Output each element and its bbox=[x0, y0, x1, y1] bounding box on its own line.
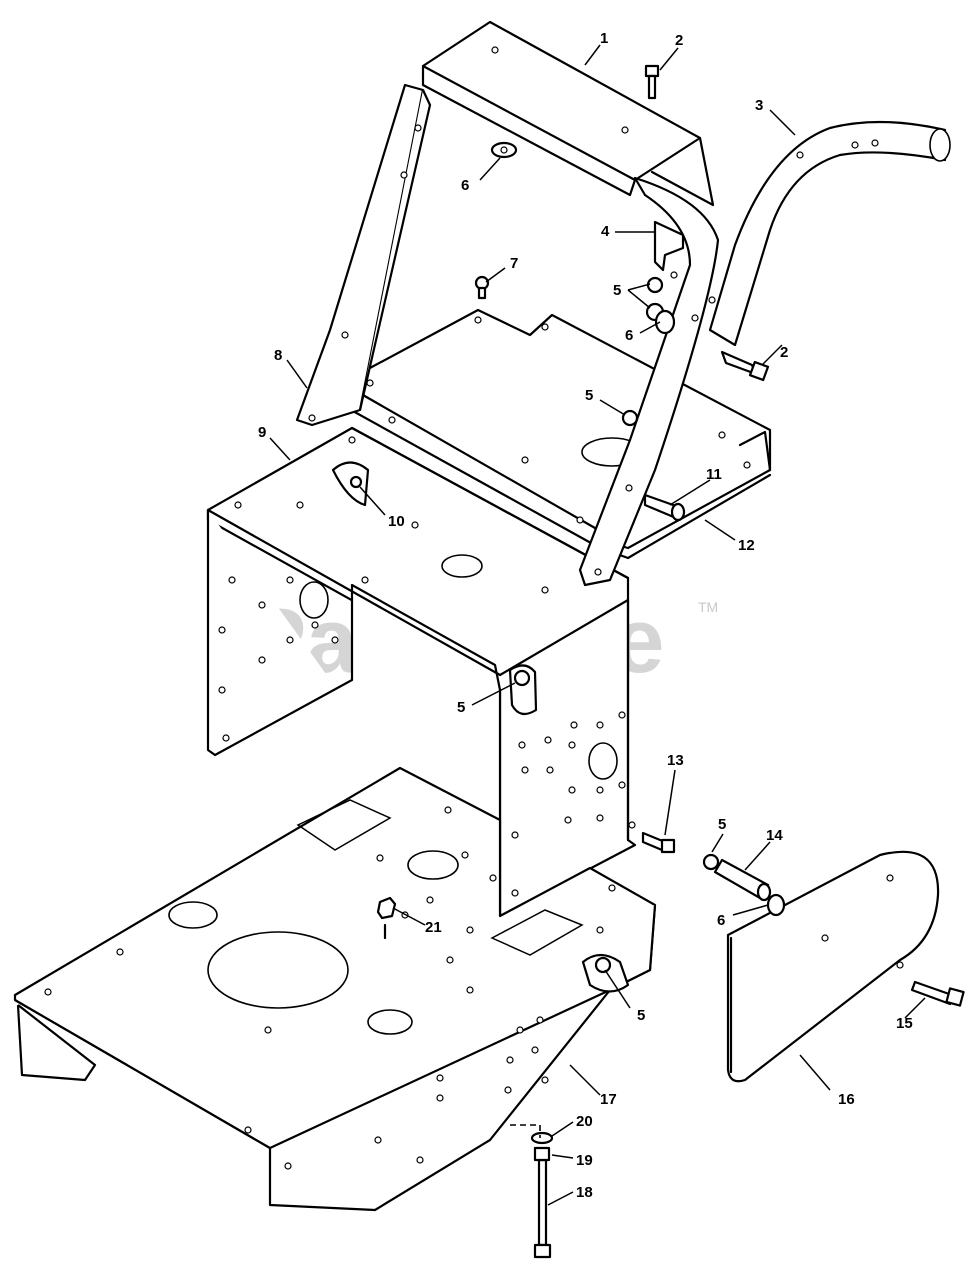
part-17-base-deck bbox=[13, 766, 657, 1212]
callout-2: 2 bbox=[675, 32, 683, 49]
part-15-bolt bbox=[910, 980, 965, 1007]
part-19-nut bbox=[533, 1146, 551, 1162]
callout-5: 5 bbox=[457, 699, 465, 716]
part-11-bolt bbox=[643, 493, 686, 522]
callout-2: 2 bbox=[780, 344, 788, 361]
part-13-bolt bbox=[641, 831, 676, 854]
callout-6: 6 bbox=[625, 327, 633, 344]
callout-14: 14 bbox=[766, 827, 783, 844]
part-6-washer bbox=[490, 141, 786, 917]
callout-15: 15 bbox=[896, 1015, 913, 1032]
callout-21: 21 bbox=[425, 919, 442, 936]
callout-5: 5 bbox=[718, 816, 726, 833]
callout-6: 6 bbox=[717, 912, 725, 929]
callout-19: 19 bbox=[576, 1152, 593, 1169]
callout-5: 5 bbox=[613, 282, 621, 299]
callout-11: 11 bbox=[706, 466, 722, 483]
part-1-top-strap bbox=[421, 20, 715, 207]
callout-17: 17 bbox=[600, 1091, 617, 1108]
callout-1: 1 bbox=[600, 30, 608, 47]
part-14-pin bbox=[713, 858, 772, 902]
callout-4: 4 bbox=[601, 223, 610, 240]
assembly-guide-line bbox=[510, 1124, 541, 1138]
callout-6: 6 bbox=[461, 177, 469, 194]
callout-7: 7 bbox=[510, 255, 518, 272]
leader-lines bbox=[269, 44, 926, 1206]
callout-18: 18 bbox=[576, 1184, 593, 1201]
callout-13: 13 bbox=[667, 752, 684, 769]
callout-3: 3 bbox=[755, 97, 763, 114]
part-7-screw bbox=[474, 275, 490, 300]
part-3-handle-bar bbox=[708, 120, 951, 347]
part-2-bolt-side bbox=[720, 350, 770, 382]
callout-8: 8 bbox=[274, 347, 282, 364]
callout-12: 12 bbox=[738, 537, 755, 554]
callout-10: 10 bbox=[388, 513, 405, 530]
callout-5: 5 bbox=[585, 387, 593, 404]
part-21-nut bbox=[376, 896, 397, 940]
watermark-trademark: TM bbox=[698, 599, 718, 615]
callout-9: 9 bbox=[258, 424, 266, 441]
callout-20: 20 bbox=[576, 1113, 593, 1130]
part-18-long-bolt bbox=[533, 1158, 552, 1259]
part-4-clip bbox=[653, 220, 685, 272]
callout-5: 5 bbox=[637, 1007, 645, 1024]
callout-16: 16 bbox=[838, 1091, 855, 1108]
part-2-bolt bbox=[644, 64, 660, 100]
part-10-nut bbox=[349, 475, 363, 489]
part-20-washer bbox=[530, 1131, 554, 1145]
